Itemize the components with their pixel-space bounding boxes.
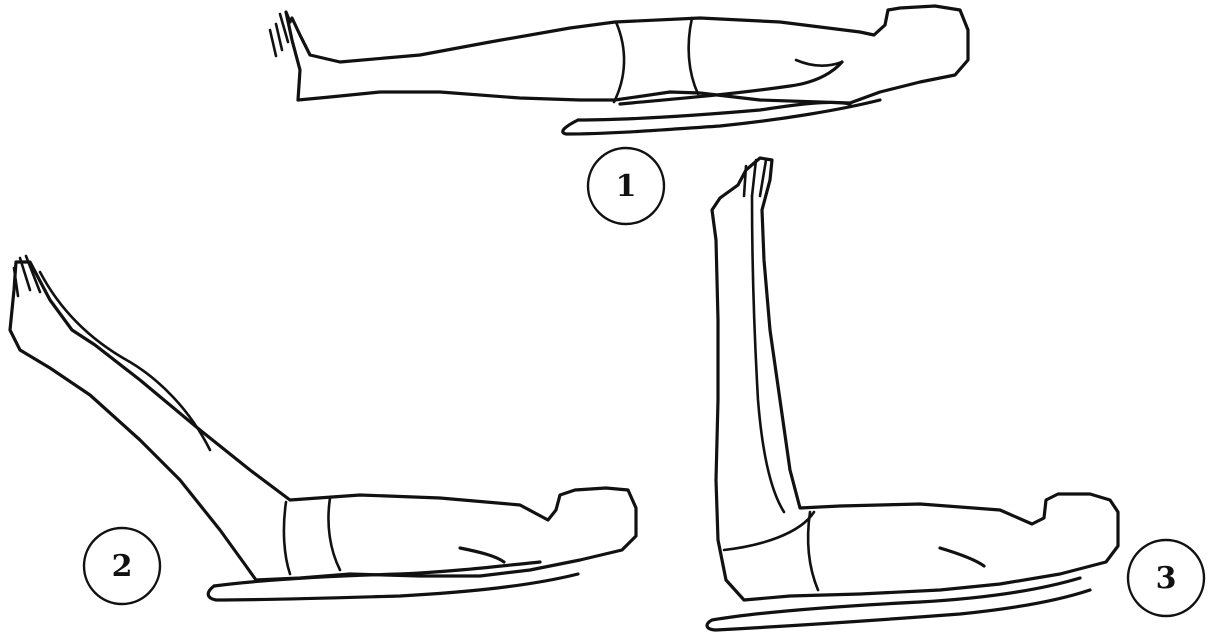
figure-1-toes [270,14,288,56]
figure-3-toes [744,160,766,196]
figure-1-waistband-right [689,18,698,94]
figure-2-waistband-right [328,498,340,570]
figure-3-arm [707,548,1090,630]
figure-2-waistband-left [284,502,290,574]
step-number-1: 1 [616,169,637,204]
figure-1-lying-flat [270,6,968,134]
step-badge-1: 1 [588,148,664,224]
figure-1-body-outline [286,6,968,103]
figure-2-arm [208,548,578,600]
figure-3-body-outline [712,158,1118,600]
step-badge-3: 3 [1128,540,1204,616]
figure-3-waistband-top [724,512,814,550]
step-number-3: 3 [1156,561,1177,596]
figure-3-waistband-right [808,512,818,590]
figure-3-thigh-inner [752,196,784,512]
figure-2-shin-inner [40,272,210,450]
figure-3-legs-vertical [707,158,1118,630]
step-number-2: 2 [112,549,133,584]
step-badge-2: 2 [84,528,160,604]
figure-1-elbow-crease [796,60,842,66]
figure-1-waistband-left [614,22,624,102]
figure-1-arm [563,62,880,134]
